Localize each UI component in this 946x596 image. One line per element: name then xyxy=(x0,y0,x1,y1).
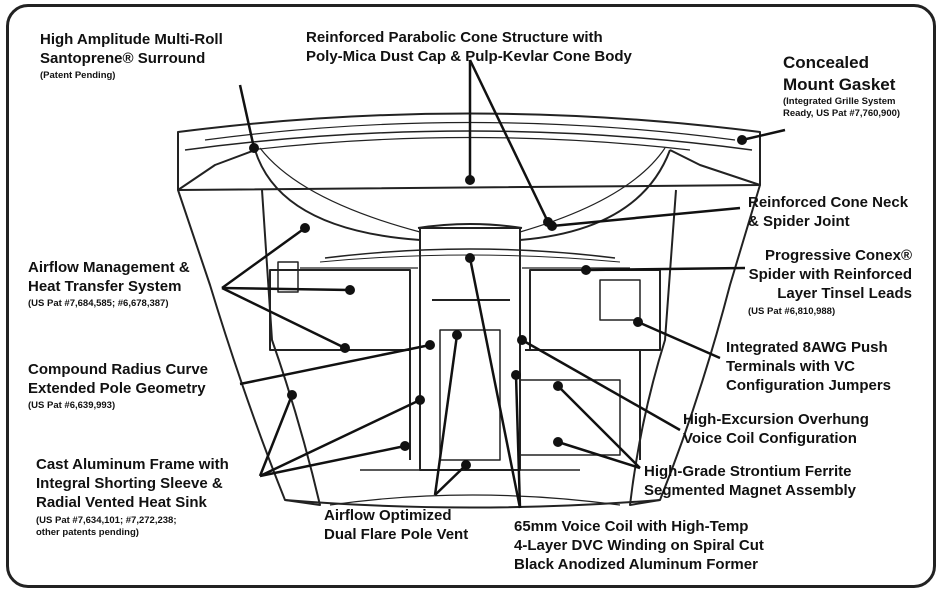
label-line: Cast Aluminum Frame with xyxy=(36,456,229,473)
label-line: Concealed xyxy=(783,53,869,72)
label-gasket: Concealed Mount Gasket xyxy=(783,52,895,96)
label-line: High-Excursion Overhung xyxy=(683,411,869,428)
label-line: 4-Layer DVC Winding on Spiral Cut xyxy=(514,537,764,554)
label-line: Integral Shorting Sleeve & xyxy=(36,475,223,492)
label-line: Radial Vented Heat Sink xyxy=(36,494,207,511)
label-line: Black Anodized Aluminum Former xyxy=(514,556,758,573)
label-compound-radius: Compound Radius Curve Extended Pole Geom… xyxy=(28,360,208,398)
label-line: Voice Coil Configuration xyxy=(683,430,857,447)
label-line: Airflow Optimized xyxy=(324,507,452,524)
label-cone: Reinforced Parabolic Cone Structure with… xyxy=(306,28,632,66)
label-airflow: Airflow Management & Heat Transfer Syste… xyxy=(28,258,190,296)
label-line: Mount Gasket xyxy=(783,75,896,94)
note-line: Ready, US Pat #7,760,900) xyxy=(783,108,901,119)
note-gasket: (Integrated Grille System Ready, US Pat … xyxy=(783,96,900,120)
label-magnet: High-Grade Strontium Ferrite Segmented M… xyxy=(644,462,856,500)
note-line: other patents pending) xyxy=(36,527,139,538)
label-line: Integrated 8AWG Push xyxy=(726,339,888,356)
label-line: Extended Pole Geometry xyxy=(28,380,206,397)
label-line: Segmented Magnet Assembly xyxy=(644,482,856,499)
label-line: & Spider Joint xyxy=(748,213,850,230)
label-line: Airflow Management & xyxy=(28,259,190,276)
label-line: Layer Tinsel Leads xyxy=(777,285,912,302)
note-spider: (US Pat #6,810,988) xyxy=(748,306,836,317)
label-line: High-Grade Strontium Ferrite xyxy=(644,463,852,480)
note-line: (US Pat #7,634,101; #7,272,238; xyxy=(36,515,177,526)
label-cone-neck: Reinforced Cone Neck & Spider Joint xyxy=(748,193,908,231)
label-line: Dual Flare Pole Vent xyxy=(324,526,469,543)
label-pole-vent: Airflow Optimized Dual Flare Pole Vent xyxy=(324,506,468,544)
label-line: Santoprene® Surround xyxy=(40,50,206,67)
label-line: Spider with Reinforced xyxy=(748,266,912,283)
label-line: Terminals with VC xyxy=(726,358,855,375)
callout-dots xyxy=(249,135,747,470)
label-line: High Amplitude Multi-Roll xyxy=(40,31,223,48)
label-line: Heat Transfer System xyxy=(28,278,182,295)
label-overhung: High-Excursion Overhung Voice Coil Confi… xyxy=(683,410,869,448)
note-frame: (US Pat #7,634,101; #7,272,238; other pa… xyxy=(36,515,176,539)
label-line: Compound Radius Curve xyxy=(28,361,209,378)
note-airflow: (US Pat #7,684,585; #6,678,387) xyxy=(28,298,169,309)
label-line: Reinforced Cone Neck xyxy=(748,194,909,211)
diagram-frame xyxy=(6,4,936,588)
label-terminals: Integrated 8AWG Push Terminals with VC C… xyxy=(726,338,891,395)
label-frame: Cast Aluminum Frame with Integral Shorti… xyxy=(36,455,229,512)
note-surround: (Patent Pending) xyxy=(40,70,116,81)
label-line: Progressive Conex® xyxy=(765,247,912,264)
label-surround: High Amplitude Multi-Roll Santoprene® Su… xyxy=(40,30,223,68)
label-line: 65mm Voice Coil with High-Temp xyxy=(514,518,749,535)
label-spider: Progressive Conex® Spider with Reinforce… xyxy=(740,246,912,303)
label-line: Reinforced Parabolic Cone Structure with xyxy=(306,29,603,46)
label-line: Poly-Mica Dust Cap & Pulp-Kevlar Cone Bo… xyxy=(306,48,632,65)
note-compound-radius: (US Pat #6,639,993) xyxy=(28,400,116,411)
label-line: Configuration Jumpers xyxy=(726,377,892,394)
note-line: (Integrated Grille System xyxy=(783,96,896,107)
label-voice-coil: 65mm Voice Coil with High-Temp 4-Layer D… xyxy=(514,517,764,574)
